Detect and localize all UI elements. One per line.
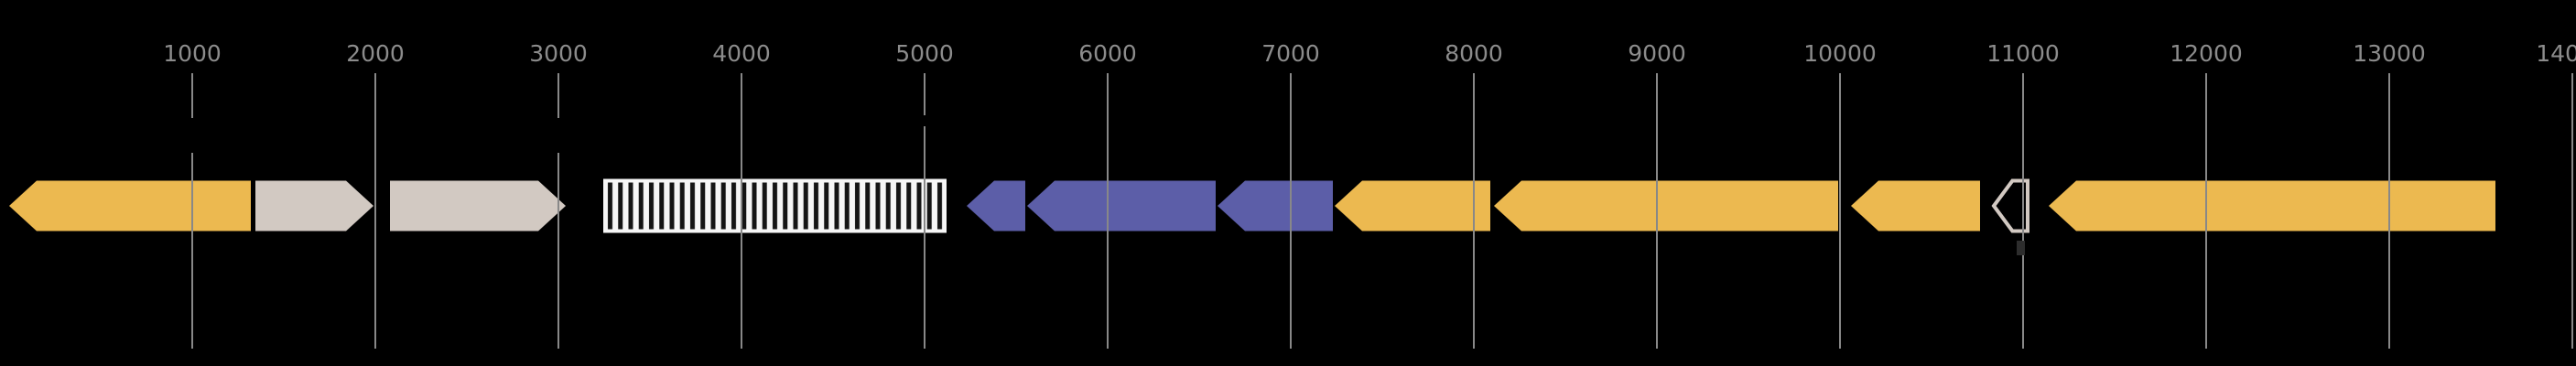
gene-arrow-gene-9[interactable] (1851, 180, 1980, 231)
gene-arrow-gene-10[interactable] (1991, 178, 2029, 233)
gridline-overlay-6000 (1107, 73, 1109, 349)
tick-label-5000: 5000 (895, 40, 954, 67)
gridline-overlay-1000 (191, 73, 193, 349)
gene-arrow-gene-4[interactable] (967, 180, 1025, 231)
gridline-overlay-13000 (2388, 73, 2390, 349)
tick-label-2000: 2000 (346, 40, 405, 67)
tick-label-14000: 14000 (2536, 40, 2576, 67)
gene-arrow-gene-2[interactable] (255, 180, 373, 231)
gene-arrow-gene-7[interactable] (1335, 180, 1490, 231)
striped-region-region-1[interactable] (603, 178, 947, 233)
gridline-overlay-4000 (741, 73, 742, 349)
gene-arrow-gene-3[interactable] (390, 180, 566, 231)
tick-label-1000: 1000 (163, 40, 222, 67)
gene-arrow-gene-5[interactable] (1027, 180, 1216, 231)
gridline-overlay-5000 (924, 73, 925, 349)
gene-arrow-gene-8[interactable] (1494, 180, 1838, 231)
label-mask-1000 (180, 118, 206, 153)
tick-label-7000: 7000 (1261, 40, 1320, 67)
gene-arrow-gene-1[interactable] (9, 180, 251, 231)
tick-label-4000: 4000 (712, 40, 771, 67)
gridline-overlay-7000 (1290, 73, 1292, 349)
tick-label-13000: 13000 (2353, 40, 2426, 67)
tick-label-11000: 11000 (1986, 40, 2060, 67)
gridline-overlay-11000 (2022, 73, 2024, 349)
tick-label-10000: 10000 (1803, 40, 1877, 67)
gridline-overlay-9000 (1656, 73, 1658, 349)
gridline-overlay-12000 (2205, 73, 2207, 349)
tick-label-3000: 3000 (529, 40, 588, 67)
gridline-overlay-2000 (374, 73, 376, 349)
label-mask-11000 (2017, 241, 2025, 255)
gridline-overlay-8000 (1473, 73, 1475, 349)
tick-label-8000: 8000 (1445, 40, 1503, 67)
label-mask-3000 (547, 118, 572, 153)
gridline-overlay-14000 (2571, 73, 2573, 349)
gene-arrow-gene-11[interactable] (2049, 180, 2495, 231)
gridline-overlay-10000 (1839, 73, 1841, 349)
gene-arrow-gene-6[interactable] (1218, 180, 1333, 231)
gridline-overlay-3000 (557, 73, 559, 349)
tick-label-9000: 9000 (1628, 40, 1686, 67)
tick-label-12000: 12000 (2170, 40, 2243, 67)
label-mask-5000 (914, 115, 937, 126)
tick-label-6000: 6000 (1078, 40, 1137, 67)
